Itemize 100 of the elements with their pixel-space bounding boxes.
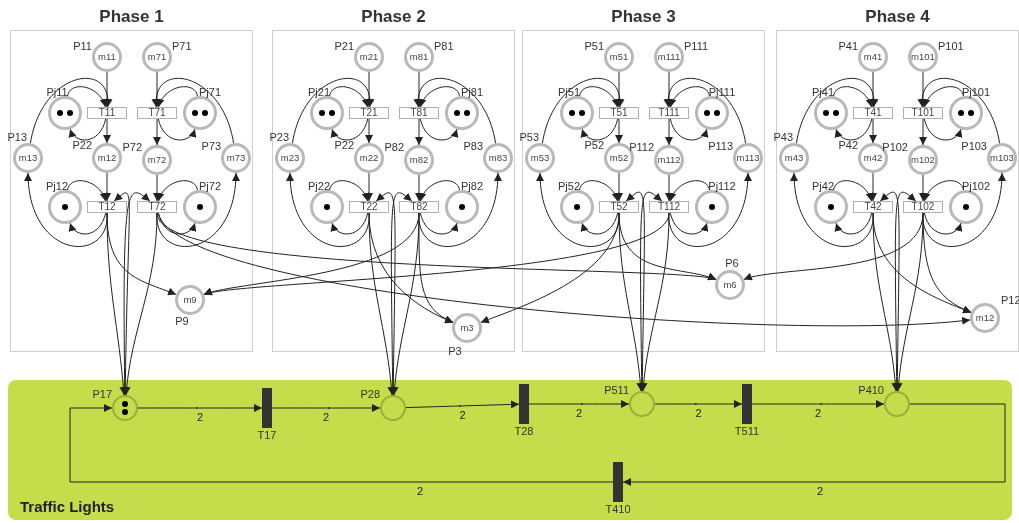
arc-arrow <box>640 191 663 392</box>
place-label: P111 <box>684 40 709 52</box>
arc-arrow <box>414 77 497 144</box>
arc-arrow <box>615 172 623 202</box>
transition-bar <box>519 384 529 424</box>
arc-arrow <box>894 191 917 392</box>
arc-arrow <box>869 118 877 144</box>
place-label: P53 <box>519 131 539 143</box>
arc-arrow <box>664 77 747 144</box>
transition-box: T12 <box>87 201 127 213</box>
arc-arrow <box>618 212 717 281</box>
arc-arrow <box>922 172 1006 247</box>
arc-arrow <box>869 71 877 108</box>
transition-box: T21 <box>349 107 389 119</box>
transition-box: T102 <box>903 201 943 213</box>
arc-arrow <box>157 118 196 141</box>
transition-bar <box>742 384 752 424</box>
arc-arrow <box>157 212 971 327</box>
panel-title: Traffic Lights <box>20 496 115 517</box>
arc-arrow <box>113 192 130 396</box>
arc-arrow <box>153 118 161 146</box>
transition-box: T81 <box>399 107 439 119</box>
place-label: Pj42 <box>812 180 834 192</box>
arc-arrow <box>751 400 885 408</box>
arc-arrow <box>869 172 877 202</box>
arc-arrow <box>415 174 423 202</box>
arc-arrow <box>103 118 111 144</box>
arc-arrow <box>923 180 964 202</box>
place-label: P13 <box>7 131 27 143</box>
arc-weight: 2 <box>415 485 425 497</box>
arc-arrow <box>790 172 874 247</box>
arc-arrow <box>418 172 502 247</box>
arc-weight: 2 <box>458 409 467 421</box>
arc-arrow <box>669 118 708 141</box>
transition-box: T72 <box>137 201 177 213</box>
arc-arrow <box>654 400 743 408</box>
arc-arrow <box>879 191 900 392</box>
arc-arrow <box>419 180 460 202</box>
arc-arrow <box>581 212 619 235</box>
arc-arrow <box>67 180 107 202</box>
place-label: P17 <box>92 388 112 400</box>
place-label: P42 <box>838 139 858 151</box>
arc-arrow <box>668 172 752 247</box>
arc-arrow <box>24 172 108 247</box>
arc-weight: 2 <box>195 411 205 423</box>
arc-arrow <box>669 180 710 202</box>
arc-arrow <box>375 192 396 396</box>
arc-arrow <box>541 77 624 144</box>
arc-arrow <box>581 118 619 141</box>
place-label: Pj102 <box>961 180 991 192</box>
arc-arrow <box>291 77 374 144</box>
arc-arrow <box>418 212 454 323</box>
phase-title: Phase 3 <box>610 6 677 28</box>
arc-arrow <box>203 212 670 297</box>
place-label: P103 <box>961 140 987 152</box>
place-label: P72 <box>122 141 142 153</box>
arc-arrow <box>923 212 962 235</box>
arc-arrow <box>579 180 619 202</box>
arc-arrow <box>365 172 373 202</box>
arc-arrow <box>153 174 161 202</box>
arc-arrow <box>122 212 158 396</box>
place-label: Pj41 <box>812 86 834 98</box>
arc-arrow <box>922 212 972 313</box>
arc-arrow <box>665 174 673 202</box>
arc-weight: 2 <box>815 485 825 497</box>
arc-arrow <box>743 212 924 282</box>
arc-arrow <box>923 118 962 141</box>
place-label: P410 <box>858 384 884 396</box>
arc-arrow <box>415 118 423 146</box>
arc-arrow <box>919 118 927 146</box>
arc-arrow <box>622 403 1006 486</box>
arc-arrow <box>579 86 619 108</box>
place-label: P9 <box>175 315 189 327</box>
transition-box: T41 <box>853 107 893 119</box>
arc-weight: 2 <box>574 407 584 419</box>
arc-arrow <box>329 180 369 202</box>
arc-arrow <box>833 86 873 108</box>
phase-title: Phase 1 <box>98 6 165 28</box>
place-label: Pj51 <box>558 86 580 98</box>
traffic-lights-panel <box>8 380 1012 520</box>
place-label: Pj12 <box>46 180 68 192</box>
transition-box: T71 <box>137 107 177 119</box>
arc-arrow <box>419 118 458 141</box>
place-label: Pj72 <box>199 180 221 192</box>
arc-arrow <box>835 212 873 235</box>
transition-label: T17 <box>257 429 277 441</box>
place-label: Pj21 <box>308 86 330 98</box>
place-label: P11 <box>73 40 92 52</box>
phase-title: Phase 2 <box>360 6 427 28</box>
arc-arrow <box>157 180 198 202</box>
arc-arrow <box>615 118 623 144</box>
arc-arrow <box>923 86 964 108</box>
place-label: P52 <box>584 139 604 151</box>
place-label: P101 <box>938 40 964 52</box>
place-label: Pj71 <box>199 86 221 98</box>
transition-box: T11 <box>87 107 127 119</box>
place-label: Pj52 <box>558 180 580 192</box>
transition-bar <box>613 462 623 502</box>
place-label: Pj11 <box>46 86 68 98</box>
arc-arrow <box>669 86 710 108</box>
